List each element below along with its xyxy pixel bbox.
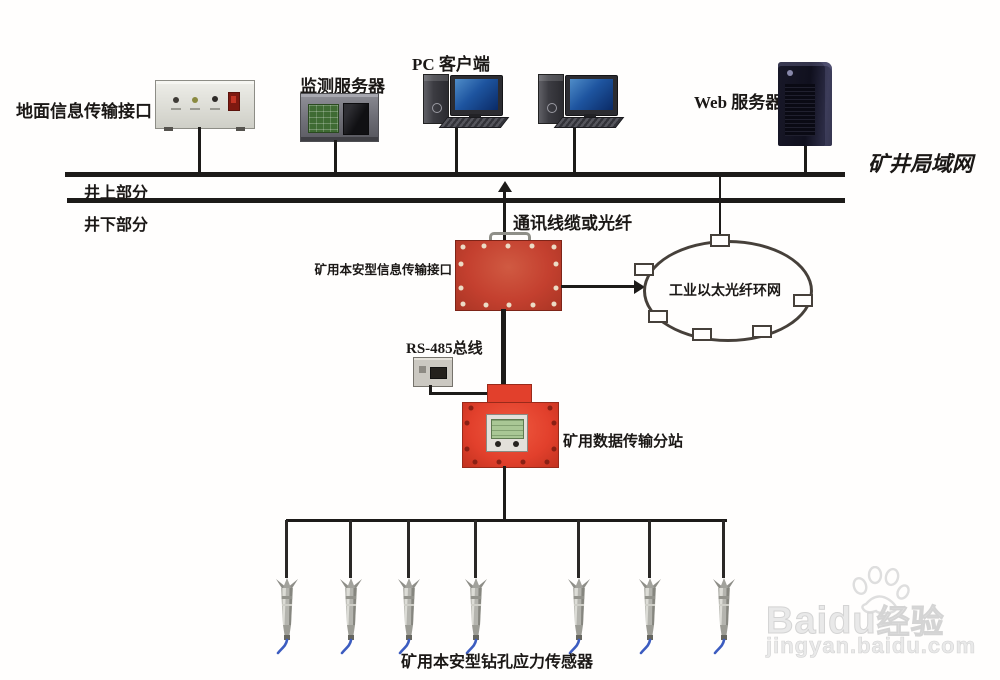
cable-line xyxy=(455,128,458,174)
led-icon xyxy=(192,97,198,103)
web-server-device xyxy=(778,62,832,146)
ring-node-icon xyxy=(710,234,730,247)
safe-interface-device xyxy=(455,240,562,311)
cable-line xyxy=(573,128,576,174)
sensor-icon xyxy=(340,578,362,655)
rs485-link-line xyxy=(429,392,488,395)
sensor-icon xyxy=(713,578,735,655)
baidu-paw-icon xyxy=(852,566,910,615)
lcd-screen-icon xyxy=(491,419,524,439)
sensor-icon xyxy=(398,578,420,655)
watermark-url: jingyan.baidu.com xyxy=(766,633,977,659)
sensor-cable-line xyxy=(285,520,288,578)
sensor-icon xyxy=(276,578,298,655)
borehole-stress-sensor xyxy=(709,520,739,660)
pc-monitor-icon xyxy=(450,75,503,116)
server-slot-icon xyxy=(343,103,369,135)
surface-part-label: 井上部分 xyxy=(84,185,149,202)
led-icon xyxy=(212,96,218,102)
pc-monitor-icon xyxy=(565,75,618,116)
pc-client-label: PC 客户端 xyxy=(412,55,490,74)
safe-interface-label: 矿用本安型信息传输接口 xyxy=(314,263,452,277)
sensor-cable-line xyxy=(648,520,651,578)
device-slot-icon xyxy=(430,367,447,379)
borehole-stress-sensor xyxy=(336,520,366,660)
ring-node-icon xyxy=(793,294,813,307)
underground-part-label: 井下部分 xyxy=(84,217,149,234)
cable-line xyxy=(334,140,337,174)
pc-tower-icon xyxy=(423,74,449,124)
substation-label: 矿用数据传输分站 xyxy=(563,434,684,450)
mine-lan-label: 矿井局域网 xyxy=(868,152,973,176)
up-arrow-icon xyxy=(498,181,512,192)
sensor-cable-line xyxy=(577,520,580,578)
trunk-cable-line xyxy=(501,309,506,385)
fiber-ring-label: 工业以太光纤环网 xyxy=(669,284,781,299)
ring-link-line xyxy=(561,285,637,288)
substation-display xyxy=(486,414,528,452)
sensor-trunk-line xyxy=(503,466,506,522)
knob-icon xyxy=(513,441,519,447)
rs485-device xyxy=(413,357,453,387)
borehole-stress-sensor xyxy=(394,520,424,660)
borehole-stress-sensor xyxy=(635,520,665,660)
rs485-bus-label: RS-485总线 xyxy=(406,341,483,357)
borehole-stress-sensor xyxy=(564,520,594,660)
sensor-icon xyxy=(465,578,487,655)
sensor-cable-line xyxy=(407,520,410,578)
cable-line xyxy=(804,146,807,174)
sensor-icon xyxy=(639,578,661,655)
power-switch-icon xyxy=(228,92,240,111)
sensor-cable-line xyxy=(722,520,725,578)
pc-tower-icon xyxy=(538,74,564,124)
lan-bus-line-2 xyxy=(67,198,845,203)
ring-node-icon xyxy=(648,310,668,323)
sensor-bus-line xyxy=(286,519,727,522)
borehole-stress-sensor xyxy=(461,520,491,660)
cable-line xyxy=(198,127,201,174)
keyboard-icon xyxy=(553,117,625,128)
server-grille-icon xyxy=(785,84,815,136)
watermark-brand: Baidu经验 xyxy=(766,600,945,643)
sensor-cable-line xyxy=(474,520,477,578)
lan-bus-line-1 xyxy=(65,172,845,177)
monitor-server-device xyxy=(300,93,379,142)
led-icon xyxy=(173,97,179,103)
sensor-icon xyxy=(568,578,590,655)
sensor-cable-line xyxy=(349,520,352,578)
ring-node-icon xyxy=(692,328,712,341)
ring-uplink-line xyxy=(719,177,721,240)
enclosure-handle-icon xyxy=(489,232,531,245)
borehole-stress-sensor xyxy=(272,520,302,660)
ground-interface-label: 地面信息传输接口 xyxy=(16,102,152,121)
ring-node-icon xyxy=(752,325,772,338)
comm-cable-line xyxy=(503,190,506,240)
knob-icon xyxy=(495,441,501,447)
pc-client-1 xyxy=(423,70,510,128)
ring-node-icon xyxy=(634,263,654,276)
rs485-link-line xyxy=(429,385,432,394)
web-server-label: Web 服务器 xyxy=(694,93,783,112)
server-display-icon xyxy=(308,104,339,133)
sensors-label: 矿用本安型钻孔应力传感器 xyxy=(400,654,593,671)
comm-cable-label: 通讯线缆或光纤 xyxy=(513,214,632,233)
substation-tab xyxy=(487,384,532,404)
fiber-ring-ellipse xyxy=(643,240,813,342)
pc-client-2 xyxy=(538,70,625,128)
monitor-server-label: 监测服务器 xyxy=(300,77,385,96)
ground-interface-device xyxy=(155,80,255,131)
keyboard-icon xyxy=(438,117,510,128)
right-arrow-icon xyxy=(634,280,645,294)
